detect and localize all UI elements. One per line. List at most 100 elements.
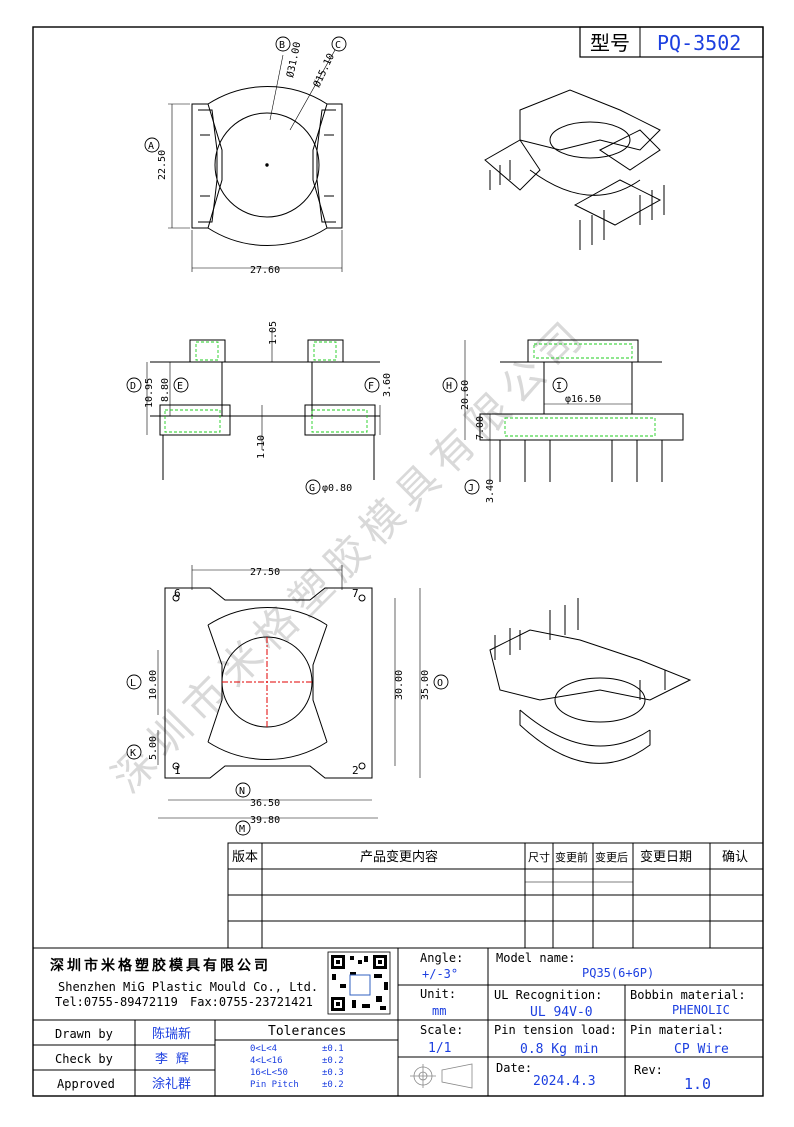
bobbin-value: PHENOLIC [672,1003,730,1017]
dim-L: 10.00 [148,670,159,700]
tol-value-2: ±0.2 [322,1056,344,1066]
tol-value-1: ±0.1 [322,1044,344,1054]
rev-header-confirm: 确认 [722,850,748,865]
dim-width-27-50: 27.50 [250,567,280,578]
pin-6-label: 6 [174,587,181,600]
company-name-cn: 深圳市米格塑胶模具有限公司 [50,957,271,974]
callout-M: M [239,824,245,835]
projection-symbol-icon [410,1063,473,1089]
dim-M: 39.80 [250,815,280,826]
angle-value: +/-3° [422,967,458,981]
pin-tension-label: Pin tension load: [494,1023,617,1037]
dim-G: φ0.80 [322,483,352,494]
rev-header-before: 变更前 [555,850,588,864]
dim-A: 22.50 [157,150,168,180]
callout-D: D [130,381,136,392]
rev-header-after: 变更后 [595,850,628,864]
dim-F: 3.60 [382,373,393,397]
rev-header-date: 变更日期 [640,849,692,865]
date-label: Date: [496,1061,532,1075]
rev-header-content: 产品变更内容 [360,849,438,865]
isometric-view-2 [489,598,692,764]
front-view-hidden-lines [504,343,656,437]
model-name-label: Model name: [496,951,575,965]
dim-30-00: 30.00 [394,670,405,700]
callout-O: O [437,678,443,689]
rev-label: Rev: [634,1063,663,1077]
pin-2-label: 2 [352,764,359,777]
front-view [464,339,684,482]
center-lines [222,637,312,727]
company-fax: Fax:0755-23721421 [190,995,313,1009]
model-header-label: 型号 [590,31,630,55]
company-tel: Tel:0755-89472119 [55,995,178,1009]
tol-value-4: ±0.2 [322,1080,344,1090]
approved-value: 涂礼群 [152,1076,191,1092]
qr-code-icon [327,951,391,1015]
scale-value: 1/1 [428,1041,451,1056]
isometric-view-1 [484,89,665,250]
callout-E: E [177,381,183,392]
tolerances-label: Tolerances [268,1024,346,1039]
callout-N: N [239,786,245,797]
tol-range-1: 0<L<4 [250,1044,277,1054]
callout-I: I [556,381,562,392]
dim-H: 20.60 [460,380,471,410]
check-by-label: Check by [55,1052,113,1066]
top-view [168,49,343,272]
pin-material-value: CP Wire [674,1042,729,1057]
dim-N: 36.50 [250,798,280,809]
drawn-by-label: Drawn by [55,1027,113,1041]
callout-A: A [148,141,154,152]
tol-range-4: Pin Pitch [250,1080,299,1090]
callout-G: G [309,483,315,494]
callout-F: F [368,381,374,392]
dim-D: 10.95 [144,378,155,408]
sheet-border [32,26,764,1097]
tol-value-3: ±0.3 [322,1068,344,1078]
side-view [146,330,381,480]
pin-1-label: 1 [174,764,181,777]
title-block [32,947,764,1097]
unit-value: mm [432,1004,446,1018]
rev-header-version: 版本 [232,850,258,865]
dim-7-00: 7.00 [475,416,486,440]
callout-C: C [335,40,341,51]
angle-label: Angle: [420,951,463,965]
side-view-hidden-lines [164,341,368,433]
tol-range-3: 16<L<50 [250,1068,288,1078]
unit-label: Unit: [420,987,456,1001]
dim-1-05: 1.05 [268,321,279,345]
model-header-value: PQ-3502 [657,31,741,55]
callout-K: K [130,748,136,759]
date-value: 2024.4.3 [533,1074,596,1089]
dim-C: Ø15.10 [311,51,337,89]
rev-header-size: 尺寸 [528,850,550,864]
scale-label: Scale: [420,1023,463,1037]
callout-L: L [130,678,136,689]
ul-value: UL 94V-0 [530,1005,593,1020]
drawn-by-value: 陈瑞新 [152,1026,191,1042]
dim-J: 3.40 [485,479,496,503]
tol-range-2: 4<L<16 [250,1056,283,1066]
callout-B: B [279,40,285,51]
model-name-value: PQ35(6+6P) [582,966,654,980]
bobbin-label: Bobbin material: [630,988,746,1002]
dim-I: φ16.50 [565,394,601,405]
callout-J: J [468,483,474,494]
pin-tension-value: 0.8 Kg min [520,1042,598,1057]
rev-value: 1.0 [684,1075,711,1093]
dim-O: 35.00 [420,670,431,700]
pin-7-label: 7 [352,587,359,600]
dim-width-27-60: 27.60 [250,265,280,276]
ul-label: UL Recognition: [494,988,602,1002]
approved-label: Approved [57,1077,115,1091]
check-by-value: 李 辉 [155,1052,189,1067]
dim-K: 5.00 [148,736,159,760]
company-name-en: Shenzhen MiG Plastic Mould Co., Ltd. [58,980,318,994]
model-header-box [579,26,764,58]
pin-material-label: Pin material: [630,1023,724,1037]
callout-H: H [446,381,452,392]
